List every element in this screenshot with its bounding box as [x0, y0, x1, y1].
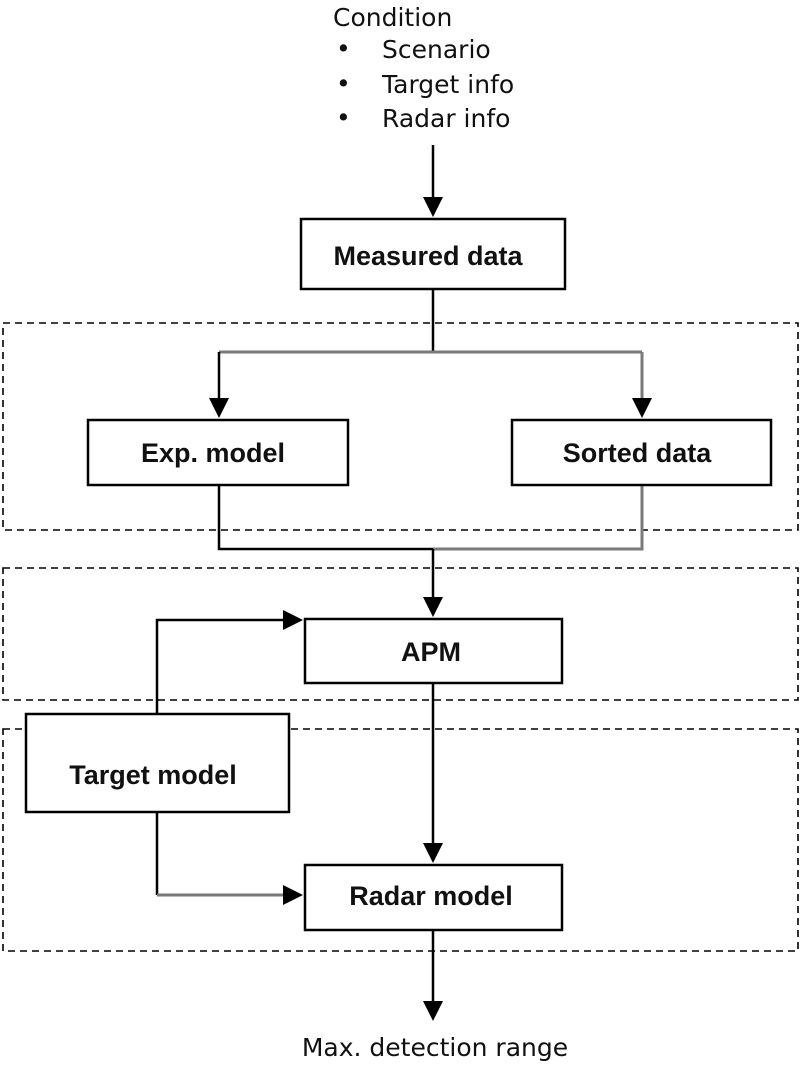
node-apm-label: APM	[401, 637, 461, 667]
edge-merge-left	[217, 485, 433, 551]
node-sorted-data-label: Sorted data	[563, 438, 713, 468]
connectors	[155, 145, 652, 1021]
condition-bullet: •	[336, 34, 351, 63]
node-radar-model: Radar model	[303, 863, 564, 932]
arrowhead-down-icon	[423, 1001, 443, 1021]
node-exp-model: Exp. model	[86, 418, 350, 487]
condition-title: Condition	[333, 3, 452, 32]
edge-target-to-apm	[155, 618, 284, 714]
node-apm: APM	[303, 617, 564, 685]
group-data-processing	[2, 322, 799, 531]
output-label: Max. detection range	[302, 1033, 568, 1062]
node-measured-data: Measured data	[299, 217, 567, 291]
node-exp-model-label: Exp. model	[141, 438, 285, 468]
node-sorted-data: Sorted data	[510, 418, 773, 487]
condition-item-scenario: Scenario	[382, 35, 491, 64]
group-detection	[2, 728, 799, 952]
condition-bullet: •	[336, 103, 351, 132]
node-target-model-label: Target model	[69, 760, 237, 790]
condition-block: Condition • Scenario • Target info • Rad…	[333, 3, 514, 133]
node-target-model: Target model	[24, 712, 291, 814]
arrowhead-right-icon	[283, 885, 303, 905]
arrowhead-right-icon	[283, 610, 303, 630]
arrowhead-down-icon	[423, 597, 443, 617]
arrowhead-down-icon	[423, 843, 443, 863]
arrowhead-down-icon	[209, 398, 229, 418]
node-measured-data-label: Measured data	[333, 241, 523, 271]
node-radar-model-label: Radar model	[349, 881, 513, 911]
condition-item-radar-info: Radar info	[382, 104, 510, 133]
edge-merge-right	[433, 485, 644, 551]
arrowhead-down-icon	[423, 197, 443, 217]
condition-item-target-info: Target info	[381, 70, 514, 99]
group-propagation	[2, 567, 799, 701]
arrowhead-down-icon	[632, 398, 652, 418]
condition-bullet: •	[336, 69, 351, 98]
